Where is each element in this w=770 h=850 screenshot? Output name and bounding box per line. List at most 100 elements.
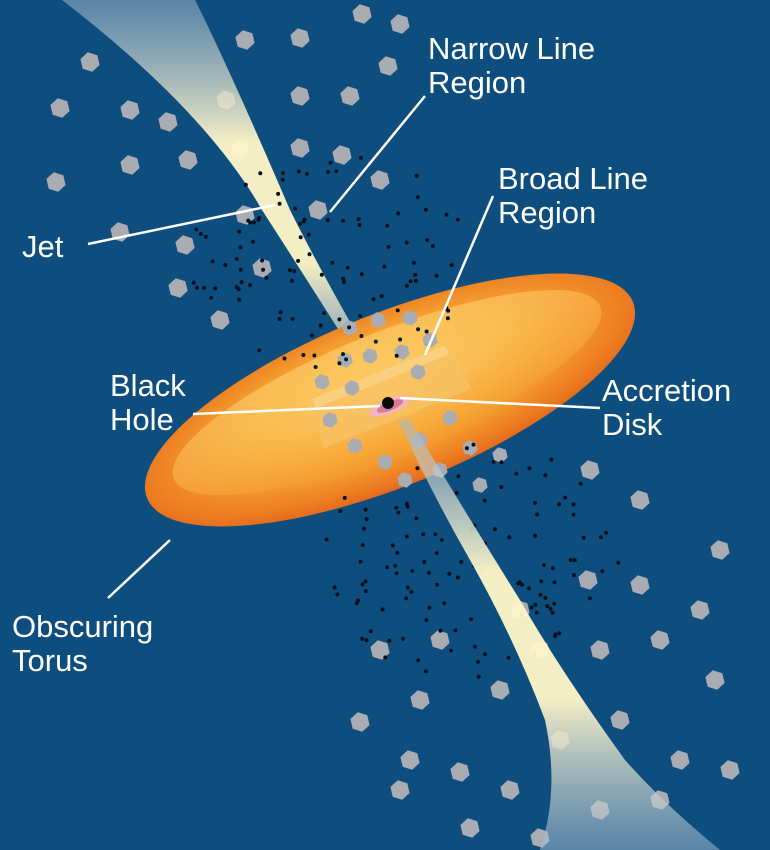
gas-dot: [319, 272, 324, 277]
gas-dot: [360, 582, 365, 587]
gas-dot: [341, 352, 345, 357]
gas-dot: [471, 442, 476, 447]
gas-dot: [527, 586, 531, 591]
gas-dot: [296, 169, 301, 174]
cloud: [580, 460, 600, 480]
cloud: [410, 690, 430, 710]
gas-dot: [616, 560, 621, 565]
gas-dot: [278, 310, 283, 315]
cloud: [370, 312, 386, 328]
gas-dot: [572, 558, 577, 563]
black-hole-label-line-1: Black: [110, 368, 186, 403]
gas-dot: [251, 239, 255, 244]
gas-dot: [282, 356, 287, 361]
narrow-line-region-label-line-2: Region: [428, 65, 527, 100]
gas-dot: [444, 212, 449, 217]
gas-dot: [599, 535, 603, 540]
gas-dot: [368, 629, 373, 634]
gas-dot: [499, 460, 504, 465]
gas-dot: [344, 357, 349, 362]
gas-dot: [394, 505, 399, 510]
gas-dot: [326, 170, 331, 174]
cloud: [650, 630, 670, 650]
cloud: [235, 30, 255, 50]
gas-dot: [552, 601, 557, 606]
gas-dot: [491, 459, 496, 464]
gas-dot: [280, 177, 285, 182]
gas-dot: [411, 260, 416, 265]
black-hole-pointer: [192, 404, 381, 416]
gas-dot: [571, 512, 576, 517]
gas-dot: [455, 217, 460, 222]
cloud: [340, 86, 360, 106]
gas-dot: [550, 610, 555, 615]
gas-dot: [414, 516, 419, 521]
gas-dot: [209, 295, 214, 300]
gas-dot: [459, 559, 464, 564]
cloud: [630, 490, 650, 510]
gas-dot: [433, 532, 438, 537]
gas-dot: [302, 217, 307, 222]
jet-label-line-1: Jet: [22, 229, 64, 264]
gas-dot: [405, 585, 410, 590]
cloud: [430, 630, 450, 650]
gas-dot: [292, 269, 297, 274]
cloud: [400, 750, 420, 770]
cloud: [347, 438, 363, 454]
cloud: [352, 4, 372, 24]
gas-dot: [578, 481, 583, 486]
cloud: [670, 750, 690, 770]
gas-dot: [371, 297, 376, 302]
gas-dot: [290, 278, 294, 283]
cloud: [80, 52, 100, 72]
gas-dot: [191, 280, 196, 285]
gas-dot: [385, 223, 390, 228]
gas-dot: [424, 329, 429, 334]
cloud: [490, 680, 510, 700]
gas-dot: [210, 259, 215, 264]
gas-dot: [328, 160, 333, 165]
cloud: [252, 258, 272, 278]
gas-dot: [414, 173, 419, 178]
gas-dot: [332, 585, 337, 590]
cloud: [690, 600, 710, 620]
gas-dot: [499, 485, 504, 490]
gas-dot: [356, 217, 361, 222]
gas-dot: [445, 316, 450, 321]
gas-dot: [301, 353, 306, 357]
gas-dot: [341, 218, 345, 223]
black-hole-label-line-2: Hole: [110, 402, 174, 437]
gas-dot: [359, 155, 364, 160]
gas-dot: [342, 495, 347, 500]
gas-dot: [553, 632, 558, 637]
gas-dot: [387, 638, 392, 643]
gas-dot: [359, 272, 364, 277]
cloud: [460, 818, 480, 838]
gas-dot: [379, 294, 384, 299]
gas-dot: [360, 636, 365, 641]
gas-dot: [482, 498, 487, 503]
cloud: [362, 348, 378, 364]
gas-dot: [395, 550, 400, 555]
gas-dot: [364, 638, 369, 643]
gas-dot: [256, 217, 261, 222]
gas-dot: [223, 263, 228, 267]
gas-dot: [393, 563, 398, 568]
gas-dot: [563, 495, 568, 500]
cloud: [158, 112, 178, 132]
cloud: [450, 762, 470, 782]
gas-dot: [398, 337, 403, 342]
gas-dot: [280, 171, 285, 176]
gas-dot: [194, 227, 199, 232]
gas-dot: [533, 602, 538, 607]
narrow-line-region-label: Narrow Line Region: [428, 32, 595, 100]
gas-dot: [238, 267, 243, 272]
cloud: [578, 570, 598, 590]
gas-dot: [423, 207, 428, 212]
gas-dot: [396, 510, 401, 515]
cloud: [314, 374, 330, 390]
gas-dot: [395, 308, 400, 313]
gas-dot: [203, 234, 208, 239]
cloud: [630, 575, 650, 595]
